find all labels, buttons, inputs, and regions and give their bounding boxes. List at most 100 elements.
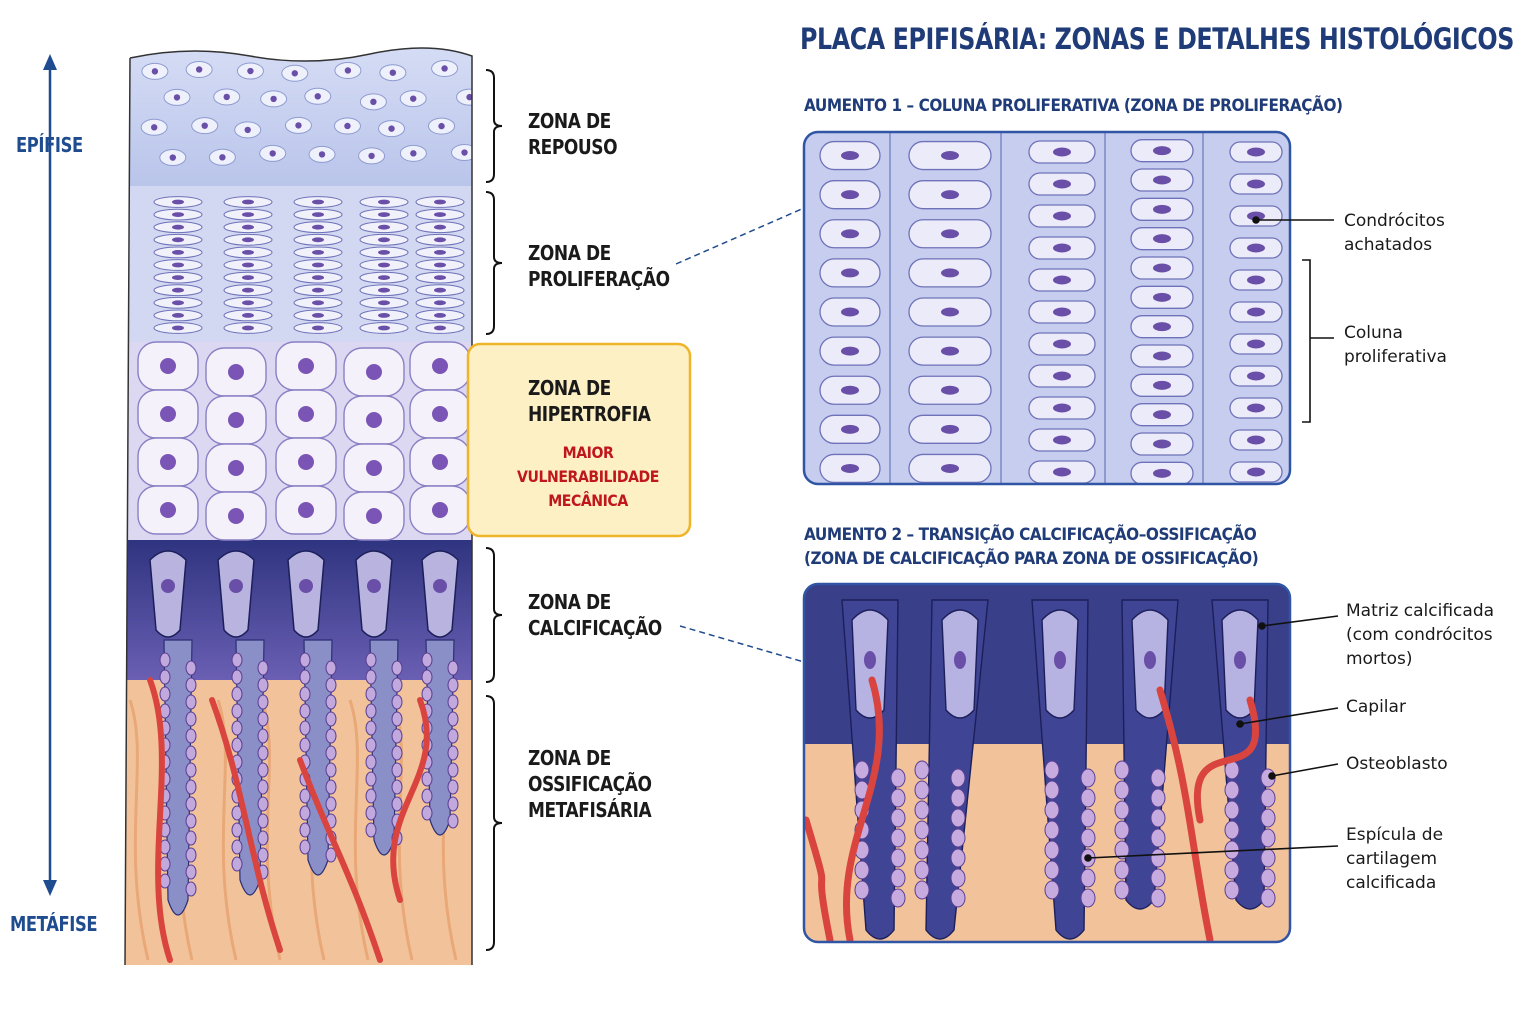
- osteoblast: [185, 813, 197, 829]
- chondrocyte-nucleus: [160, 358, 176, 374]
- osteoblast: [257, 660, 269, 676]
- chondrocyte-nucleus: [941, 151, 959, 161]
- chondrocyte-nucleus: [291, 70, 298, 77]
- hypertrophy-highlight-box: [466, 342, 692, 538]
- chondrocyte-nucleus: [1053, 435, 1071, 445]
- chondrocyte-nucleus: [1247, 403, 1265, 413]
- osteoblast: [1224, 800, 1240, 820]
- chondrocyte-nucleus: [1053, 243, 1071, 253]
- osteoblast: [1224, 860, 1240, 880]
- chondrocyte-nucleus: [941, 229, 959, 239]
- chondrocyte-nucleus: [318, 151, 326, 158]
- osteoblast: [231, 737, 243, 753]
- chondrocyte-nucleus: [314, 93, 321, 100]
- chondrocyte-nucleus: [378, 325, 390, 331]
- chondrocyte-nucleus: [841, 268, 859, 278]
- osteoblast: [185, 779, 197, 795]
- osteoblast: [231, 856, 243, 872]
- chondrocyte-nucleus: [172, 224, 184, 230]
- chondrocyte-nucleus: [841, 424, 859, 434]
- osteoblast: [299, 839, 311, 855]
- chondrocyte-nucleus: [841, 190, 859, 200]
- chondrocyte-nucleus: [312, 287, 324, 293]
- chondrocyte-nucleus: [941, 190, 959, 200]
- osteoblast: [185, 881, 197, 897]
- capillary: [297, 757, 383, 963]
- magnification2-connector: [679, 625, 805, 663]
- chondrocyte-nucleus: [312, 325, 324, 331]
- osteoblast: [1150, 768, 1166, 788]
- osteoblast: [391, 677, 403, 693]
- chondrocyte-nucleus: [432, 502, 448, 518]
- osteoblast: [1224, 820, 1240, 840]
- osteoblast: [854, 880, 870, 900]
- osteoblast: [391, 762, 403, 778]
- osteoblast: [299, 686, 311, 702]
- osteoblast: [890, 768, 906, 788]
- osteoblast: [447, 779, 459, 795]
- osteoblast: [325, 660, 337, 676]
- osteoblast: [257, 677, 269, 693]
- chondrocyte-nucleus: [941, 463, 959, 473]
- osteoblast: [1224, 880, 1240, 900]
- osteoblast: [950, 868, 966, 888]
- osteoblast: [914, 780, 930, 800]
- chondrocyte-nucleus: [1153, 439, 1171, 449]
- chondrocyte-nucleus: [466, 93, 472, 101]
- osteoblast: [447, 813, 459, 829]
- osteoblast: [325, 796, 337, 812]
- osteoblast: [185, 694, 197, 710]
- osteoblast: [365, 686, 377, 702]
- chondrocyte-nucleus: [172, 250, 184, 255]
- osteoblast: [257, 711, 269, 727]
- chondrocyte-nucleus: [172, 275, 184, 280]
- chondrocyte-nucleus: [434, 212, 446, 218]
- calcified-lacuna: [217, 550, 255, 638]
- chondrocyte-nucleus: [344, 122, 351, 130]
- osteoblast: [1114, 860, 1130, 880]
- chondrocyte-nucleus: [941, 307, 959, 317]
- chondrocyte-nucleus: [1053, 307, 1071, 317]
- osteoblast: [325, 762, 337, 778]
- chondrocyte-nucleus: [172, 313, 184, 318]
- chondrocyte-nucleus: [1153, 146, 1171, 156]
- osteoblast: [950, 808, 966, 828]
- chondrocyte-nucleus: [160, 454, 176, 470]
- callout-capillary: Capilar: [1346, 697, 1406, 717]
- chondrocyte-nucleus: [378, 313, 390, 318]
- osteoblast: [299, 805, 311, 821]
- osteoblast: [257, 796, 269, 812]
- chondrocyte-nucleus: [1053, 147, 1071, 157]
- chondrocyte-nucleus: [461, 149, 468, 156]
- chondrocyte-nucleus: [242, 224, 254, 230]
- osteoblast: [391, 711, 403, 727]
- osteoblast: [950, 768, 966, 788]
- osteoblast: [231, 720, 243, 736]
- osteoblast: [365, 669, 377, 685]
- chondrocyte-nucleus: [1153, 351, 1171, 361]
- chondrocyte-nucleus: [298, 454, 314, 470]
- osteoblast: [1114, 760, 1130, 780]
- chondrocyte-nucleus: [1153, 322, 1171, 332]
- chondrocyte-nucleus: [1247, 307, 1265, 317]
- chondrocyte-nucleus: [242, 313, 254, 318]
- chondrocyte-nucleus: [841, 346, 859, 356]
- osteoblast: [1260, 848, 1276, 868]
- chondrocyte-nucleus: [312, 300, 324, 306]
- chondrocyte-nucleus: [312, 212, 324, 218]
- chondrocyte-nucleus: [172, 237, 184, 243]
- chondrocyte-nucleus: [270, 95, 277, 103]
- chondrocyte-nucleus: [244, 126, 251, 134]
- osteoblast: [1044, 820, 1060, 840]
- chondrocyte-nucleus: [228, 412, 244, 428]
- osteoblast: [257, 813, 269, 829]
- osteoblast: [421, 805, 433, 821]
- osteoblast: [447, 694, 459, 710]
- osteoblast: [447, 711, 459, 727]
- osteoblast: [325, 728, 337, 744]
- osteoblast: [1224, 780, 1240, 800]
- osteoblast: [914, 840, 930, 860]
- chondrocyte-nucleus: [242, 275, 254, 280]
